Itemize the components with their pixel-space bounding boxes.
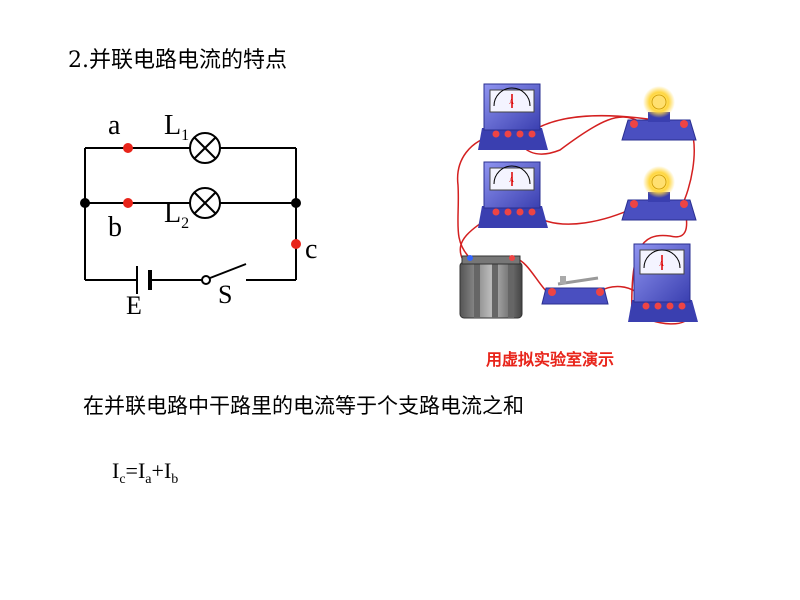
junction-right (291, 198, 301, 208)
bulb-1 (621, 86, 697, 141)
ammeter-2: A (478, 161, 548, 228)
current-formula: Ic=Ia+Ib (112, 458, 179, 487)
lamp-l1 (189, 132, 221, 164)
lab-switch (541, 276, 609, 305)
conclusion-text: 在并联电路中干路里的电流等于个支路电流之和 (83, 394, 524, 418)
label-c: c (305, 234, 317, 265)
ammeter-1-letter: A (509, 98, 514, 106)
label-s: S (218, 280, 232, 309)
point-b (123, 198, 133, 208)
bulb-2 (621, 166, 697, 221)
battery-pack (459, 255, 523, 319)
junction-left (80, 198, 90, 208)
label-b: b (108, 212, 122, 243)
ammeter-3: A (628, 243, 698, 322)
ammeter-2-letter: A (509, 176, 514, 184)
label-l1: L1 (164, 110, 189, 144)
point-a (123, 143, 133, 153)
label-a: a (108, 110, 121, 141)
battery-e (136, 266, 152, 294)
lab-caption: 用虚拟实验室演示 (486, 350, 615, 369)
label-e: E (126, 291, 142, 320)
switch-s (201, 263, 247, 285)
label-l2: L2 (164, 198, 189, 232)
lamp-l2 (189, 187, 221, 219)
ammeter-1: A (478, 83, 548, 150)
point-c (291, 239, 301, 249)
slide-title: 2.并联电路电流的特点 (68, 48, 287, 73)
ammeter-3-letter: A (659, 260, 664, 268)
